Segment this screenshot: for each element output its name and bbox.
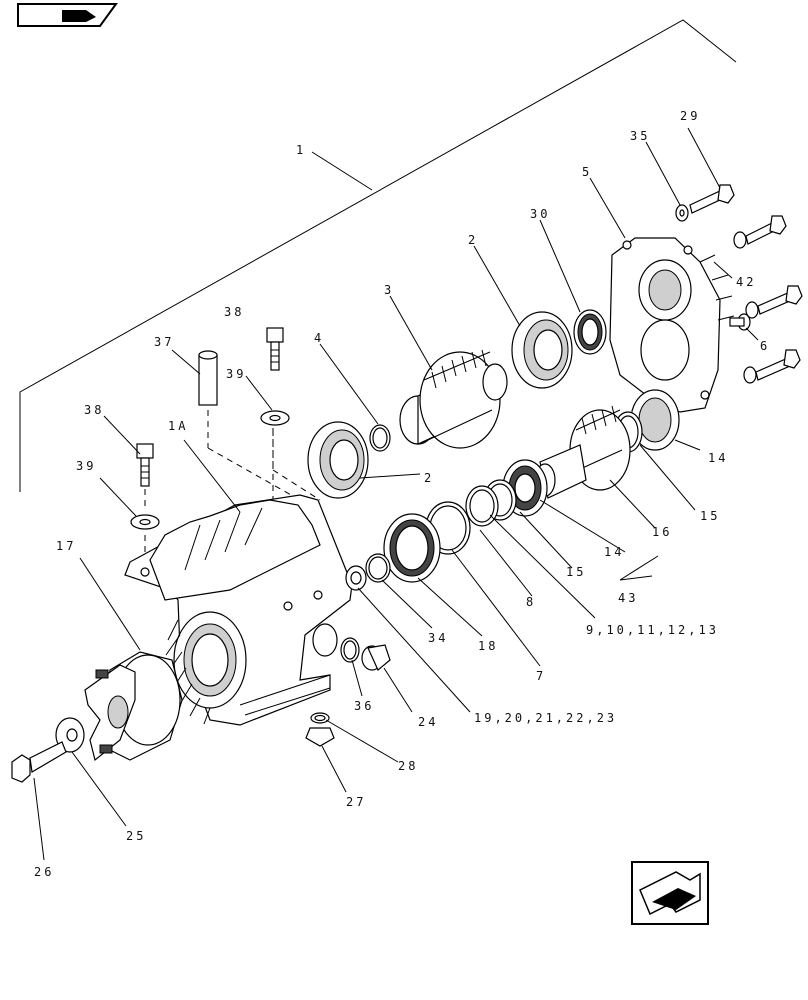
bearing-2-lower — [307, 421, 369, 499]
snap-ring-4 — [369, 424, 391, 452]
label-36: 36 — [354, 699, 374, 713]
label-18: 18 — [478, 639, 498, 653]
washer-35 — [675, 204, 689, 222]
bolt-42-c — [743, 349, 801, 384]
label-7: 7 — [536, 669, 546, 683]
dowel-6 — [729, 313, 751, 331]
label-14-lower: 14 — [604, 545, 624, 559]
label-26: 26 — [34, 865, 54, 879]
bearing-14-upper — [630, 389, 680, 451]
ring-set-9-13 — [465, 485, 499, 527]
label-35: 35 — [630, 129, 650, 143]
bolt-29 — [689, 184, 735, 214]
label-38-right: 38 — [224, 305, 244, 319]
label-39-right: 39 — [226, 367, 246, 381]
label-3: 3 — [384, 283, 394, 297]
washer-39-right — [260, 410, 290, 426]
book-icon[interactable] — [17, 3, 118, 27]
part-labels: 29 35 5 30 42 6 2 3 4 2 1 38 37 39 38 1A… — [34, 109, 770, 879]
label-28: 28 — [398, 759, 418, 773]
plug-24 — [361, 644, 391, 671]
oring-36 — [340, 637, 360, 663]
label-14-upper: 14 — [708, 451, 728, 465]
label-9-13: 9,10,11,12,13 — [586, 623, 719, 637]
label-15-upper: 15 — [700, 509, 720, 523]
label-16: 16 — [652, 525, 672, 539]
label-4: 4 — [314, 331, 324, 345]
return-arrow-icon[interactable] — [631, 861, 709, 925]
bearing-2-upper — [511, 311, 573, 389]
dowel-37 — [198, 350, 218, 406]
seal-30 — [573, 309, 607, 355]
label-15-lower: 15 — [566, 565, 586, 579]
washer-39-left — [130, 514, 160, 530]
label-5: 5 — [582, 165, 592, 179]
shim-19-23 — [345, 565, 367, 591]
label-17: 17 — [56, 539, 76, 553]
shim-34 — [365, 553, 391, 583]
bolt-38-right — [266, 327, 284, 371]
label-6: 6 — [760, 339, 770, 353]
label-30: 30 — [530, 207, 550, 221]
assembly-bracket — [19, 19, 737, 492]
label-42: 42 — [736, 275, 756, 289]
gear-shaft-3 — [399, 349, 508, 449]
bolt-26 — [11, 741, 67, 783]
gear-16 — [534, 405, 631, 499]
label-24: 24 — [418, 715, 438, 729]
cover-5 — [609, 237, 735, 413]
label-2-lower: 2 — [424, 471, 434, 485]
label-1: 1 — [296, 143, 306, 157]
housing-1a — [124, 494, 353, 726]
label-43: 43 — [618, 591, 638, 605]
leader-lines — [33, 127, 759, 861]
label-38-left: 38 — [84, 403, 104, 417]
label-8: 8 — [526, 595, 536, 609]
washer-28 — [310, 712, 330, 724]
nut-27 — [305, 727, 335, 747]
label-27: 27 — [346, 795, 366, 809]
label-34: 34 — [428, 631, 448, 645]
label-2-upper: 2 — [468, 233, 478, 247]
label-29: 29 — [680, 109, 700, 123]
flange-yoke-17 — [84, 651, 183, 762]
bolt-38-left — [136, 443, 154, 487]
bolt-42-b — [745, 285, 803, 319]
bearing-cup-18 — [383, 513, 441, 583]
label-19-23: 19,20,21,22,23 — [474, 711, 617, 725]
bolt-42-a — [733, 215, 787, 249]
label-25: 25 — [126, 829, 146, 843]
label-1a: 1A — [168, 419, 188, 433]
label-39-left: 39 — [76, 459, 96, 473]
label-37: 37 — [154, 335, 174, 349]
